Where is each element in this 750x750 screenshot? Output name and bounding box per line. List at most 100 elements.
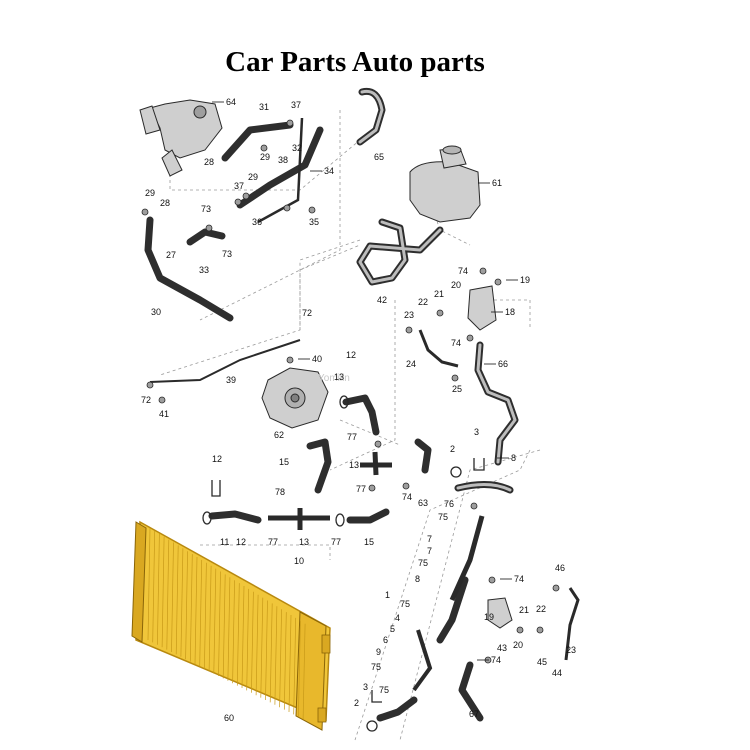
callout-13: 13 bbox=[299, 537, 309, 547]
radiator-fin bbox=[194, 556, 198, 665]
radiator-fin bbox=[241, 585, 245, 689]
callout-19: 19 bbox=[520, 275, 530, 285]
radiator-fin bbox=[171, 542, 174, 653]
radiator-fin bbox=[204, 562, 207, 669]
callout-2: 2 bbox=[450, 444, 455, 454]
bolt bbox=[308, 206, 316, 214]
callout-24: 24 bbox=[406, 359, 416, 369]
callout-6: 6 bbox=[383, 635, 388, 645]
callout-21: 21 bbox=[519, 605, 529, 615]
radiator-fin bbox=[157, 533, 160, 645]
radiator-fin bbox=[152, 530, 156, 643]
bolt bbox=[368, 484, 376, 492]
callout-11: 11 bbox=[220, 537, 229, 547]
radiator-fin bbox=[213, 568, 217, 674]
pipes-and-clamps bbox=[149, 117, 580, 732]
radiator-fin bbox=[298, 620, 301, 717]
radiator-fin bbox=[269, 603, 273, 703]
radiator-fin bbox=[175, 545, 179, 655]
bolt bbox=[242, 192, 250, 200]
bolt bbox=[146, 381, 154, 389]
radiator-fin bbox=[208, 565, 212, 672]
callout-21: 21 bbox=[434, 289, 444, 299]
radiator-fin bbox=[147, 527, 151, 641]
callout-75: 75 bbox=[418, 558, 428, 568]
callout-41: 41 bbox=[159, 409, 169, 419]
callout-8: 8 bbox=[415, 574, 420, 584]
radiator-fin bbox=[251, 591, 254, 693]
bolt bbox=[374, 440, 382, 448]
radiator[interactable] bbox=[131, 520, 331, 731]
callout-18: 18 bbox=[505, 307, 515, 317]
callout-12: 12 bbox=[346, 350, 356, 360]
callout-74: 74 bbox=[458, 266, 468, 276]
callout-15: 15 bbox=[279, 457, 289, 467]
callout-33: 33 bbox=[199, 265, 209, 275]
bolt bbox=[536, 626, 544, 634]
callout-9: 9 bbox=[376, 647, 381, 657]
expansion-tank[interactable] bbox=[409, 145, 481, 223]
callout-12: 12 bbox=[236, 537, 246, 547]
bolt bbox=[405, 326, 413, 334]
bolt bbox=[205, 224, 213, 232]
callout-66: 66 bbox=[498, 359, 508, 369]
callout-44: 44 bbox=[552, 668, 562, 678]
callout-78: 78 bbox=[275, 487, 285, 497]
callout-10: 10 bbox=[294, 556, 304, 566]
callout-29: 29 bbox=[248, 172, 258, 182]
callout-73: 73 bbox=[222, 249, 232, 259]
callout-29: 29 bbox=[260, 152, 270, 162]
radiator-fin bbox=[302, 623, 306, 720]
radiator-fin bbox=[293, 617, 297, 715]
bolt bbox=[286, 356, 294, 364]
fasteners bbox=[141, 119, 560, 664]
radiator-fin bbox=[279, 609, 282, 708]
bolt bbox=[470, 502, 478, 510]
callout-73: 73 bbox=[201, 204, 211, 214]
bolt bbox=[436, 309, 444, 317]
callout-46: 46 bbox=[555, 563, 565, 573]
callout-40: 40 bbox=[312, 354, 322, 364]
bolt bbox=[494, 278, 502, 286]
callout-74: 74 bbox=[451, 338, 461, 348]
radiator-fin bbox=[222, 574, 226, 679]
radiator-fin bbox=[236, 583, 240, 686]
bolt bbox=[234, 198, 242, 206]
coolant-hoses bbox=[144, 87, 519, 722]
radiator-fin bbox=[199, 559, 203, 667]
callout-67: 67 bbox=[469, 709, 479, 719]
callout-8: 8 bbox=[511, 453, 516, 463]
callout-4: 4 bbox=[395, 613, 400, 623]
radiator-fin bbox=[232, 580, 235, 684]
page-title: Car Parts Auto parts bbox=[225, 46, 485, 78]
water-pump[interactable] bbox=[261, 367, 329, 429]
callout-3: 3 bbox=[474, 427, 479, 437]
radiator-fin bbox=[265, 600, 268, 701]
callout-15: 15 bbox=[364, 537, 374, 547]
callout-72: 72 bbox=[302, 308, 312, 318]
bolt bbox=[286, 119, 294, 127]
callout-75: 75 bbox=[438, 512, 448, 522]
bolt bbox=[466, 334, 474, 342]
callout-34: 34 bbox=[324, 166, 334, 176]
callout-23: 23 bbox=[566, 645, 576, 655]
callout-75: 75 bbox=[400, 599, 410, 609]
bolt bbox=[451, 374, 459, 382]
callout-62: 62 bbox=[274, 430, 284, 440]
callout-28: 28 bbox=[160, 198, 170, 208]
callout-35: 35 bbox=[309, 217, 319, 227]
bolt bbox=[158, 396, 166, 404]
callout-42: 42 bbox=[377, 295, 387, 305]
radiator-fin bbox=[260, 597, 264, 698]
callout-19: 19 bbox=[484, 612, 494, 622]
radiator-fin bbox=[185, 551, 188, 660]
guide-lines bbox=[159, 110, 541, 741]
thermostat-housing[interactable] bbox=[139, 99, 223, 177]
callout-77: 77 bbox=[331, 537, 341, 547]
callout-75: 75 bbox=[379, 685, 389, 695]
callout-75: 75 bbox=[371, 662, 381, 672]
radiator-fin bbox=[255, 594, 259, 696]
bolt bbox=[552, 584, 560, 592]
